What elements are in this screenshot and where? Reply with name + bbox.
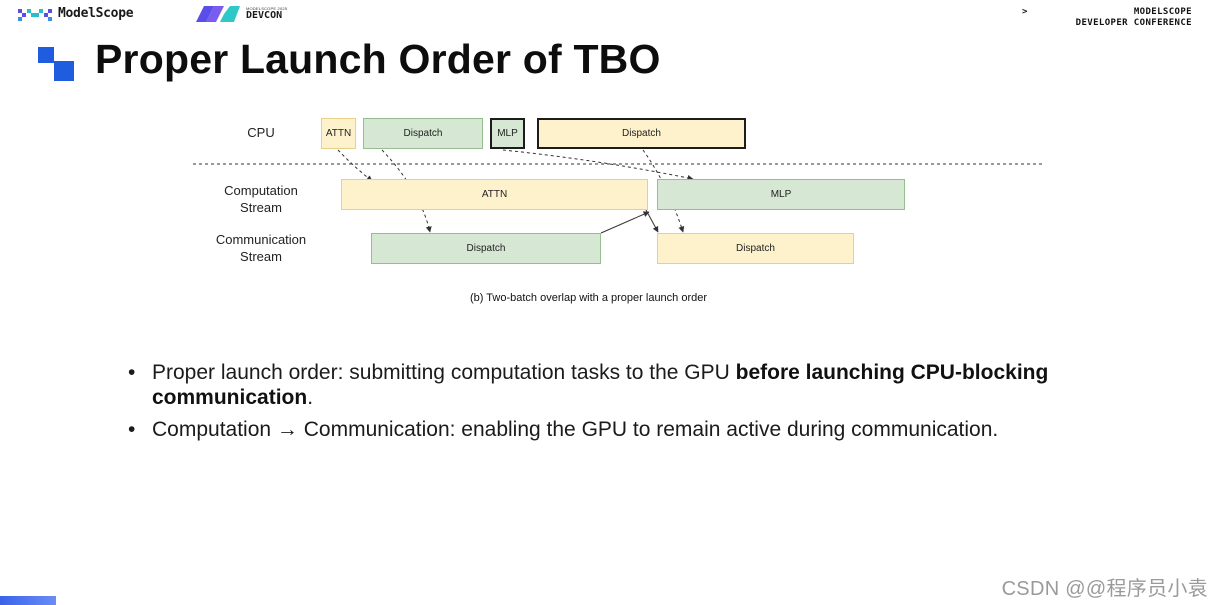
conference-line-2: DEVELOPER CONFERENCE xyxy=(1075,18,1192,28)
row-label-computation: Computation Stream xyxy=(224,183,298,215)
devcon-logo-icon xyxy=(196,6,240,22)
devcon-logo-text: DEVCON xyxy=(246,10,283,21)
devcon-logo: MODELSCOPE 2025 DEVCON xyxy=(194,6,287,22)
cpu-block-mlp: MLP xyxy=(490,118,525,149)
row-label-communication: Communication Stream xyxy=(215,232,307,264)
computation-block-attn: ATTN xyxy=(341,179,648,210)
bullet-bold-text: before launching CPU-blocking communicat… xyxy=(152,361,1049,409)
computation-block-mlp: MLP xyxy=(657,179,905,210)
arrow-dispatch-to-mlp xyxy=(600,211,650,234)
bullet-dot: • xyxy=(128,418,136,441)
bullet-item: • Proper launch order: submitting comput… xyxy=(128,361,1049,409)
bullet-list: • Proper launch order: submitting comput… xyxy=(128,360,1088,449)
title-decoration-icon xyxy=(38,47,74,81)
cpu-block-dispatch: Dispatch xyxy=(363,118,483,149)
communication-block-dispatch: Dispatch xyxy=(371,233,601,264)
diagram-caption: (b) Two-batch overlap with a proper laun… xyxy=(470,292,708,304)
communication-block-dispatch-2: Dispatch xyxy=(657,233,854,264)
arrow-mlp-to-computation xyxy=(502,149,694,181)
watermark: CSDN @@程序员小袁 xyxy=(1001,578,1208,600)
arrow-attn-to-dispatch xyxy=(645,209,659,233)
cpu-block-attn: ATTN xyxy=(321,118,356,149)
devcon-small-text: MODELSCOPE 2025 xyxy=(246,6,288,11)
bullet-item: • Computation → Communication: enabling … xyxy=(128,418,999,441)
row-label-cpu: CPU xyxy=(247,125,275,140)
conference-label: > MODELSCOPE DEVELOPER CONFERENCE xyxy=(1022,7,1192,29)
modelscope-logo-icon xyxy=(18,8,52,21)
cpu-block-dispatch-2: Dispatch xyxy=(537,118,746,149)
slide-title: Proper Launch Order of TBO xyxy=(95,36,661,82)
modelscope-logo: ModelScope xyxy=(18,6,134,21)
modelscope-logo-text: ModelScope xyxy=(58,6,134,21)
conference-line-1: MODELSCOPE xyxy=(1133,7,1192,17)
arrow-attn-to-computation xyxy=(337,149,373,182)
corner-accent-bar xyxy=(0,596,56,605)
bullet-dot: • xyxy=(128,361,136,384)
conference-prompt: > xyxy=(1022,7,1028,17)
